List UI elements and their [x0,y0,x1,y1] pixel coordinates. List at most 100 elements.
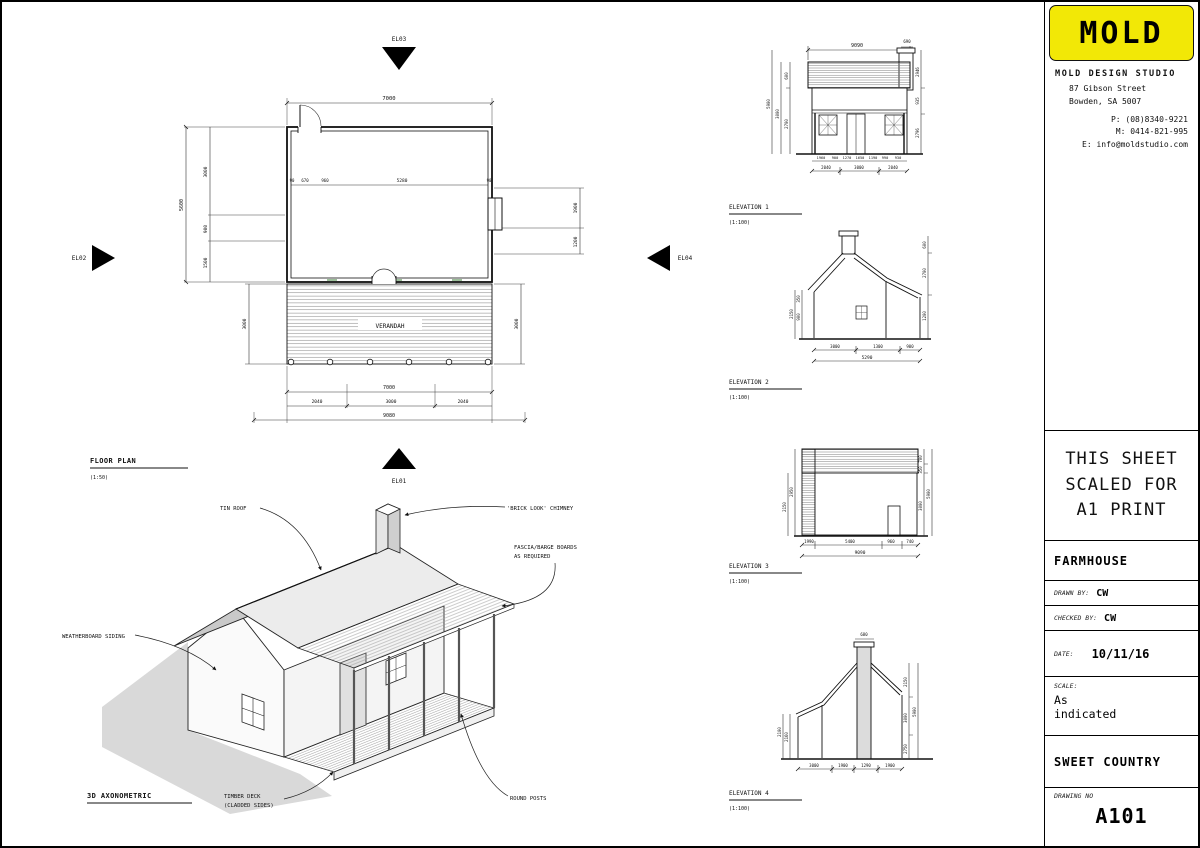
elevation-markers: EL03 EL01 EL02 EL04 [72,36,693,485]
ridge-line [235,544,397,610]
dim-text: 3000 [903,713,908,723]
dim-text: 3000 [242,318,248,329]
dim-text: 2100 [777,727,782,737]
drawn-by-value: CW [1096,587,1109,599]
siding-callout: WEATHERBOARD SIDING [62,634,125,640]
elev3-dim-lines [787,449,933,559]
dim-text: 680 [860,632,868,637]
scale-label: SCALE: [1054,682,1078,690]
dim-text: 740 [906,539,914,544]
dim-text: 90 [290,178,295,183]
dim-text: 2150 [903,677,908,687]
dim-text: 1300 [873,344,883,349]
dim-text: 2040 [312,399,323,405]
elevation-3-view: 700 350 3000 5900 2950 2150 1990 5400 96… [729,448,933,585]
elev2-dim-lines [794,236,932,364]
dim-text: 350 [796,295,801,303]
verandah-posts [287,358,492,366]
dim-text: 3000 [918,501,923,511]
floor-plan-dimension-lines [183,100,581,423]
el03-arrow-icon [382,47,416,70]
ground-shadow [102,642,332,814]
elevation-2-title: ELEVATION 2 [729,379,769,386]
dim-text: 3000 [203,166,209,177]
dim-text: 1290 [861,763,871,768]
axon-title: 3D AXONOMETRIC [87,792,152,800]
dim-text: 7000 [383,385,395,391]
dim-text: 690 [903,39,911,44]
client-name: SWEET COUNTRY [1045,735,1198,787]
dim-text: 9080 [383,413,395,419]
fascia-callout-line2: AS REQUIRED [514,554,550,560]
scale-section: SCALE: As indicated [1045,676,1198,735]
drawing-no-label: DRAWING NO [1054,792,1094,800]
dim-text: 1500 [203,257,209,268]
dim-text: 2040 [821,165,831,170]
dim-text: 600 [784,72,789,80]
dim-text: 5900 [766,99,771,109]
elev1-drawing [796,47,923,155]
dim-text: 1900 [838,763,848,768]
elevation-1-title: ELEVATION 1 [729,204,769,211]
drawn-by-label: DRAWN BY: [1054,589,1090,597]
dim-text: 1190 [869,156,878,160]
dim-text: 2796 [915,128,920,138]
dim-text: 3000 [854,165,864,170]
el01-arrow-icon [382,448,416,469]
dim-text: 2160 [784,732,789,742]
axonometric-view: TIN ROOF 'BRICK LOOK' CHIMNEY FASCIA/BAR… [62,503,577,814]
dim-text: 5600 [179,199,185,211]
studio-contact-block: MOLD DESIGN STUDIO 87 Gibson Street Bowd… [1045,64,1198,190]
title-block-spacer [1045,190,1198,430]
dim-text: 3000 [386,399,397,405]
dim-text: 3000 [514,318,520,329]
dim-text: 900 [203,225,209,233]
verandah-label: VERANDAH [376,323,405,330]
elev4-dim-lines [782,638,919,773]
dim-text: 9090 [851,43,863,49]
floor-plan-walls [286,104,503,284]
elevation-4-view: 680 2150 3000 2750 5900 2160 2100 3000 1… [729,632,933,812]
dim-text: 935 [915,97,920,105]
dim-text: 2750 [903,744,908,754]
checked-by-value: CW [1104,612,1117,624]
deck-callout-line2: (CLADDED SIDES) [224,803,274,809]
dim-text: 2950 [789,487,794,497]
elev3-drawing [794,448,928,537]
title-block: MOLD MOLD DESIGN STUDIO 87 Gibson Street… [1044,2,1198,846]
dim-text: 5400 [845,539,855,544]
elevation-3-title: ELEVATION 3 [729,563,769,570]
dim-text: 2040 [888,165,898,170]
dim-text: 5280 [397,178,408,184]
verandah-label-mask [358,319,422,330]
elevation-1-scale: (1:100) [729,220,750,226]
date-label: DATE: [1054,649,1074,658]
dim-text: 2150 [782,502,787,512]
fascia-callout: FASCIA/BARGE BOARDS [514,545,577,551]
elevation-1-view: 9090 690 600 2700 3000 5900 2946 935 279… [729,39,925,226]
dim-text: 1650 [856,156,865,160]
el01-label: EL01 [392,478,407,485]
dim-text: 9090 [855,550,866,556]
floor-plan-title: FLOOR PLAN [90,457,136,465]
dim-text: 1200 [922,311,927,321]
dim-text: 1990 [804,539,814,544]
address-line: Bowden, SA 5007 [1069,96,1142,106]
posts-callout: ROUND POSTS [510,796,546,802]
brick-chimney [375,503,401,555]
checked-by-label: CHECKED BY: [1054,614,1098,622]
el02-arrow-icon [92,245,115,271]
scale-value-line2: indicated [1054,707,1117,722]
scale-value: As [1054,693,1068,707]
elev4-drawing [781,641,933,760]
scale-notice: THIS SHEET SCALED FOR A1 PRINT [1045,430,1198,540]
dim-text: 2700 [922,268,927,278]
phone-line: P: (08)8340-9221 [1110,114,1188,124]
elevation-2-scale: (1:100) [729,395,750,401]
dim-text: 3000 [809,763,819,768]
project-name: FARMHOUSE [1045,540,1198,580]
dim-text: 5900 [926,489,931,499]
dim-text: 670 [301,178,309,183]
dim-text: 1900 [885,763,895,768]
